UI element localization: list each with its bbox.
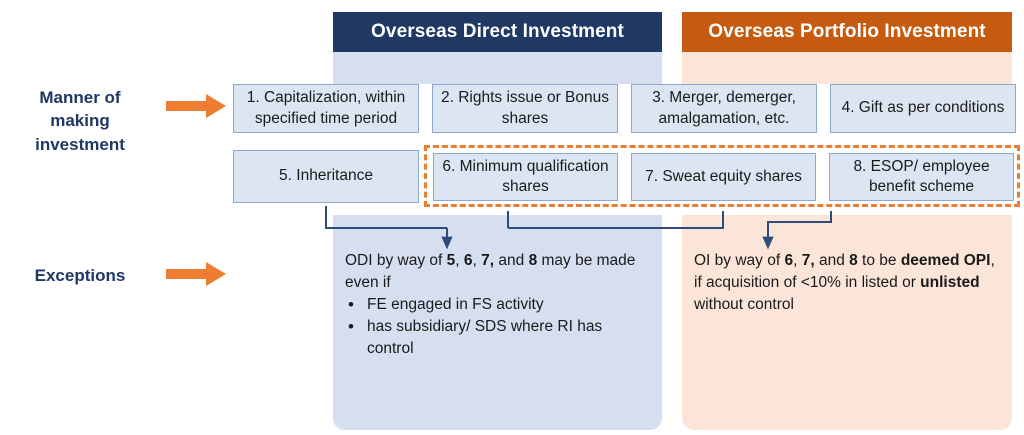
item-box-6-label: 6. Minimum qualification shares xyxy=(442,157,609,195)
column-header-odi: Overseas Direct Investment xyxy=(333,12,662,52)
item-box-7[interactable]: 7. Sweat equity shares xyxy=(631,153,816,201)
exception-odi-bullet-1: FE engaged in FS activity xyxy=(345,293,645,317)
arrow-icon-manner xyxy=(166,93,228,119)
exception-text-opi: OI by way of 6, 7, and 8 to be deemed OP… xyxy=(694,250,1000,316)
row-label-exceptions-text: Exceptions xyxy=(34,266,126,285)
exception-opi-lead-a: OI by way of xyxy=(694,252,785,269)
exception-odi-and: and xyxy=(494,252,529,269)
arrow-icon-exceptions xyxy=(166,261,228,287)
exception-odi-ref-7: 7, xyxy=(481,252,495,269)
item-box-3-label: 3. Merger, demerger, amalgamation, etc. xyxy=(652,89,796,127)
item-box-2-label: 2. Rights issue or Bonus shares xyxy=(440,89,609,127)
exception-opi-bold-unlisted: unlisted xyxy=(920,274,980,291)
exception-odi-sep-2: , xyxy=(472,252,482,269)
item-box-4-label: 4. Gift as per conditions xyxy=(841,99,1005,117)
item-box-8-label: 8. ESOP/ employee benefit scheme xyxy=(853,157,990,195)
exception-opi-ref-7: 7, xyxy=(801,252,815,269)
column-header-opi: Overseas Portfolio Investment xyxy=(682,12,1012,52)
item-box-7-label: 7. Sweat equity shares xyxy=(645,167,802,185)
item-box-1-label: 1. Capitalization, within specified time… xyxy=(246,89,406,127)
item-box-3[interactable]: 3. Merger, demerger, amalgamation, etc. xyxy=(631,84,817,133)
exception-odi-lead-a: ODI by way of xyxy=(345,252,447,269)
item-box-8[interactable]: 8. ESOP/ employee benefit scheme xyxy=(829,153,1014,201)
exception-odi-tail: may be made even if xyxy=(345,252,636,291)
exception-opi-tail-1: , if acquisition of <10% in listed or xyxy=(694,252,995,291)
exception-opi-and: and xyxy=(814,252,850,269)
column-band-top-opi xyxy=(682,52,1012,84)
exception-opi-tail-2: without control xyxy=(694,296,794,313)
exception-odi-bullet-2: has subsidiary/ SDS where RI has control xyxy=(345,315,645,360)
row-label-manner-text: Manner of making investment xyxy=(35,88,125,154)
column-band-top-odi xyxy=(333,52,662,84)
exception-odi-ref-5: 5 xyxy=(446,252,456,269)
item-box-4[interactable]: 4. Gift as per conditions xyxy=(830,84,1016,133)
exception-odi-ref-6: 6 xyxy=(463,252,473,269)
item-box-5-label: 5. Inheritance xyxy=(279,167,373,185)
exception-opi-sep-1: , xyxy=(793,252,802,269)
exception-opi-tobe: to be xyxy=(857,252,901,269)
exception-odi-ref-8: 8 xyxy=(528,252,538,269)
exception-odi-lead: ODI by way of 5, 6, 7, and 8 may be made… xyxy=(345,250,645,294)
row-label-exceptions: Exceptions xyxy=(10,264,150,287)
column-panel-opi: Overseas Portfolio Investment xyxy=(682,12,1012,430)
column-title-odi: Overseas Direct Investment xyxy=(371,21,624,42)
item-box-6[interactable]: 6. Minimum qualification shares xyxy=(433,153,618,201)
exception-odi-sep-1: , xyxy=(455,252,464,269)
item-box-5[interactable]: 5. Inheritance xyxy=(233,150,419,203)
dashed-highlight-group-678 xyxy=(424,145,1020,207)
exception-opi-ref-8: 8 xyxy=(849,252,858,269)
item-box-1[interactable]: 1. Capitalization, within specified time… xyxy=(233,84,419,133)
column-band-bottom-opi xyxy=(682,215,1012,430)
exception-text-odi: ODI by way of 5, 6, 7, and 8 may be made… xyxy=(345,250,645,360)
exception-odi-bullets: FE engaged in FS activity has subsidiary… xyxy=(345,293,645,360)
column-title-opi: Overseas Portfolio Investment xyxy=(708,21,986,42)
exception-opi-ref-6: 6 xyxy=(784,252,794,269)
item-box-2[interactable]: 2. Rights issue or Bonus shares xyxy=(432,84,618,133)
exception-opi-bold-deemed-opi: deemed OPI xyxy=(900,252,991,269)
row-label-manner: Manner of making investment xyxy=(10,86,150,156)
